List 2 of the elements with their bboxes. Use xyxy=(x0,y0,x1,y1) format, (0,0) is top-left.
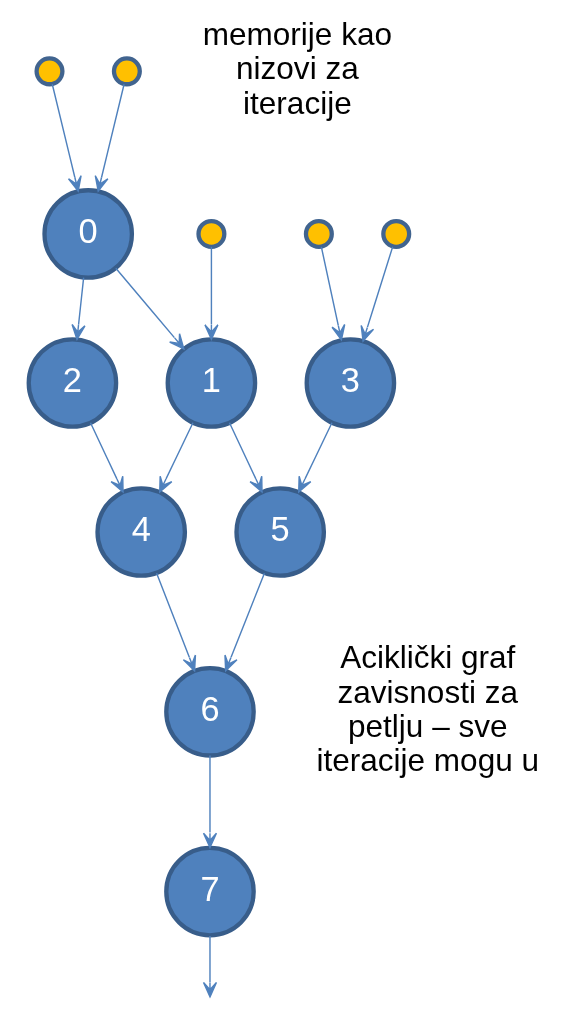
label: memorije kao nizovi za iteracije xyxy=(202,15,392,121)
label: Aciklički graf zavisnosti za petlju – sve iteracije mogu u xyxy=(316,639,540,779)
